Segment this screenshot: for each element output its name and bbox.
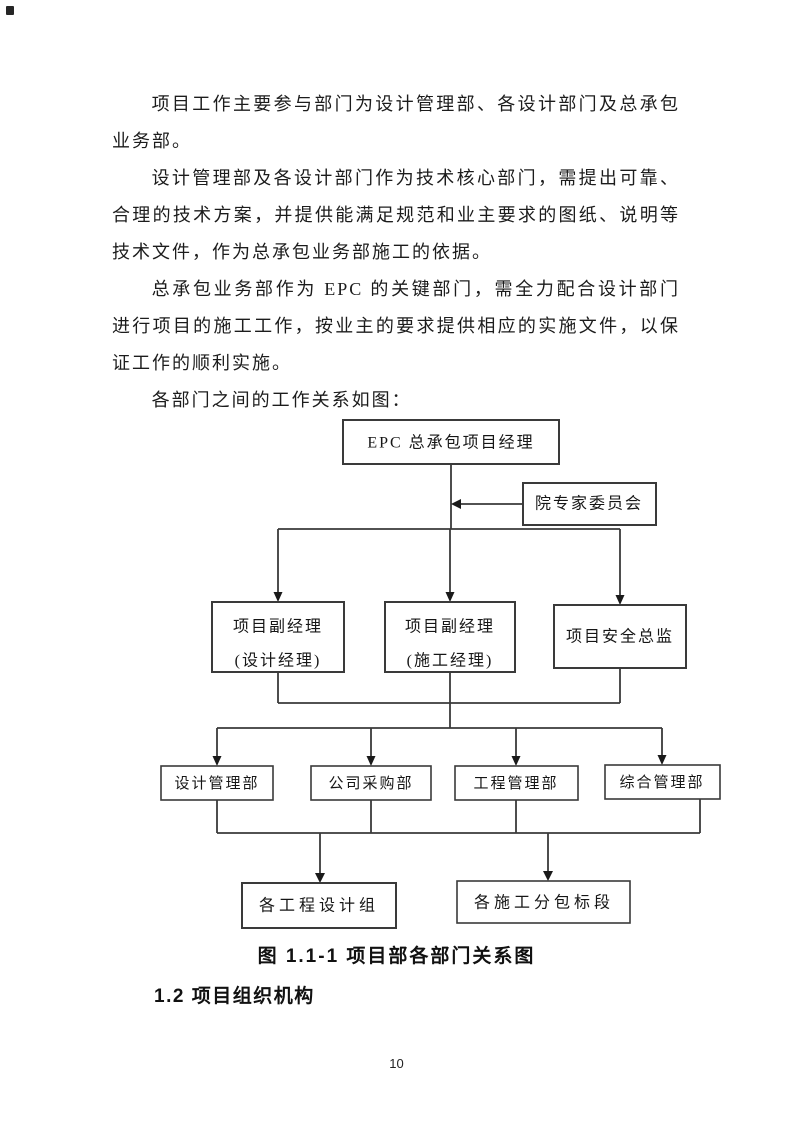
deputy-design-label-line2: (设计经理) [235,652,322,670]
to-design-mgmt-arrowhead [212,756,222,766]
general-mgmt-box [604,764,721,800]
to-engineering-mgmt-arrowhead [511,756,521,766]
to-deputy-design-arrowhead [273,592,283,602]
deputy-design-label-line1: 项目副经理 [233,618,323,636]
to-procurement-arrowhead [366,756,376,766]
design-groups-box [241,882,397,929]
procurement-box [310,765,432,801]
node-construction-sections: 各施工分包标段 [456,880,631,924]
safety-director-label: 项目安全总监 [566,628,674,646]
node-epc-manager: EPC 总承包项目经理 [342,419,560,465]
construction-sections-label: 各施工分包标段 [474,894,614,912]
expert-committee-box [522,482,657,526]
node-safety-director: 项目安全总监 [553,604,687,669]
node-design-groups: 各工程设计组 [241,882,397,929]
expert-committee-arrowhead [451,499,461,509]
to-general-mgmt-arrowhead [657,755,667,765]
epc-manager-box [342,419,560,465]
safety-director-box [553,604,687,669]
design-mgmt-label: 设计管理部 [174,775,259,792]
engineering-mgmt-label: 工程管理部 [473,775,558,792]
figure-caption: 图 1.1-1 项目部各部门关系图 [257,946,536,967]
body-text: 项目工作主要参与部门为设计管理部、各设计部门及总承包业务部。 设计管理部及各设计… [112,86,680,419]
paragraph-design-departments-role: 设计管理部及各设计部门作为技术核心部门，需提出可靠、合理的技术方案，并提供能满足… [112,168,680,262]
node-procurement: 公司采购部 [310,765,432,801]
node-expert-committee: 院专家委员会 [522,482,657,526]
deputy-construction-box [384,601,516,673]
expert-committee-label: 院专家委员会 [535,495,643,513]
page-number: 10 [389,1056,404,1071]
to-construction-sections-arrowhead [543,871,553,881]
to-safety-director-arrowhead [615,595,625,605]
node-deputy-manager-design: 项目副经理 (设计经理) [211,601,345,673]
node-design-mgmt: 设计管理部 [160,765,274,801]
paragraph-relationship-intro: 各部门之间的工作关系如图： [151,390,412,410]
connector-lines [212,464,701,883]
design-mgmt-box [160,765,274,801]
node-engineering-mgmt: 工程管理部 [454,765,579,801]
deputy-design-box [211,601,345,673]
engineering-mgmt-box [454,765,579,801]
section-heading: 1.2 项目组织机构 [154,986,315,1007]
node-deputy-manager-construction: 项目副经理 (施工经理) [384,601,516,673]
org-chart-figure: EPC 总承包项目经理 院专家委员会 项目副经理 (设计经理) 项目副经理 (施… [160,419,721,929]
deputy-construction-label-line2: (施工经理) [407,652,494,670]
to-deputy-construction-arrowhead [445,592,455,602]
epc-manager-label: EPC 总承包项目经理 [367,434,534,452]
general-mgmt-label: 综合管理部 [619,774,704,791]
design-groups-label: 各工程设计组 [259,897,379,915]
to-design-groups-arrowhead [315,873,325,883]
node-general-mgmt: 综合管理部 [604,764,721,800]
procurement-label: 公司采购部 [328,775,413,792]
deputy-construction-label-line1: 项目副经理 [405,618,495,636]
paragraph-participating-departments: 项目工作主要参与部门为设计管理部、各设计部门及总承包业务部。 [112,94,680,151]
scan-artifact [6,6,14,15]
paragraph-epc-business-role: 总承包业务部作为 EPC 的关键部门，需全力配合设计部门进行项目的施工工作，按业… [112,279,680,373]
construction-sections-box [456,880,631,924]
